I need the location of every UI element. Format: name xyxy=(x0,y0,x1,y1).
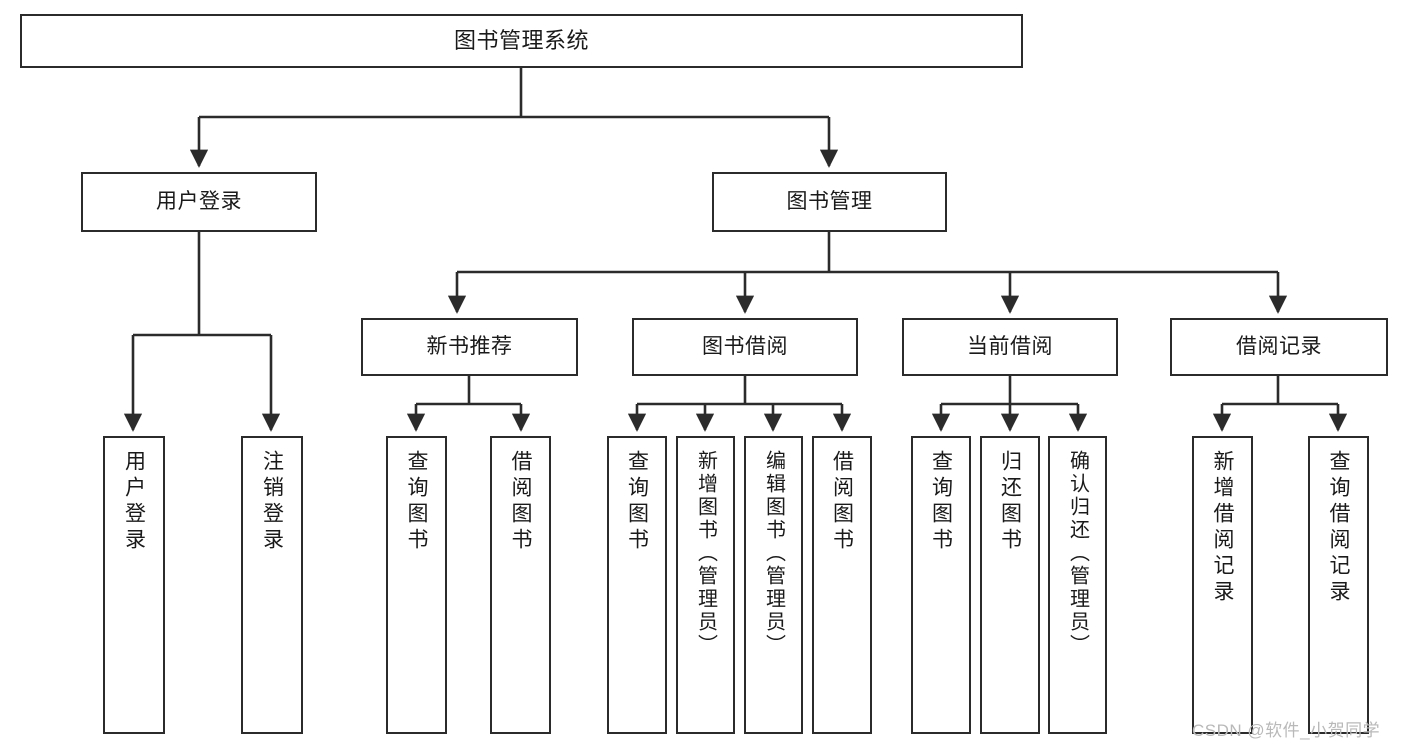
node-label: 图书管理系统 xyxy=(453,28,589,54)
node-label: 查询图书 xyxy=(929,450,953,554)
node-leaf-confirm-return[interactable]: 确认归还（管理员） xyxy=(1048,436,1107,734)
node-label: 新书推荐 xyxy=(426,334,513,358)
node-book-borrow[interactable]: 图书借阅 xyxy=(632,318,858,376)
node-leaf-query-book-1[interactable]: 查询图书 xyxy=(386,436,447,734)
node-leaf-user-login[interactable]: 用户登录 xyxy=(103,436,165,734)
node-label: 查询图书 xyxy=(625,450,649,554)
node-label: 编辑图书（管理员） xyxy=(762,450,785,657)
node-leaf-borrow-book-2[interactable]: 借阅图书 xyxy=(812,436,872,734)
node-leaf-logout-login[interactable]: 注销登录 xyxy=(241,436,303,734)
node-label: 图书借阅 xyxy=(702,334,788,358)
node-new-book-recommend[interactable]: 新书推荐 xyxy=(361,318,578,376)
node-leaf-query-book-3[interactable]: 查询图书 xyxy=(911,436,971,734)
node-leaf-return-book[interactable]: 归还图书 xyxy=(980,436,1040,734)
node-user-login[interactable]: 用户登录 xyxy=(81,172,317,232)
node-label: 用户登录 xyxy=(156,189,242,213)
node-label: 查询图书 xyxy=(405,450,428,554)
node-label: 借阅图书 xyxy=(830,450,854,554)
node-leaf-borrow-book-1[interactable]: 借阅图书 xyxy=(490,436,551,734)
node-leaf-edit-book[interactable]: 编辑图书（管理员） xyxy=(744,436,803,734)
node-label: 确认归还（管理员） xyxy=(1066,450,1089,657)
node-label: 归还图书 xyxy=(998,450,1022,554)
node-leaf-query-record[interactable]: 查询借阅记录 xyxy=(1308,436,1369,734)
node-borrow-record[interactable]: 借阅记录 xyxy=(1170,318,1388,376)
node-label: 新增借阅记录 xyxy=(1211,450,1234,606)
node-label: 当前借阅 xyxy=(967,334,1053,358)
node-label: 借阅记录 xyxy=(1236,334,1322,358)
node-label: 注销登录 xyxy=(260,450,284,554)
node-leaf-query-book-2[interactable]: 查询图书 xyxy=(607,436,667,734)
node-label: 新增图书（管理员） xyxy=(694,450,717,657)
node-leaf-add-record[interactable]: 新增借阅记录 xyxy=(1192,436,1253,734)
node-leaf-add-book[interactable]: 新增图书（管理员） xyxy=(676,436,735,734)
node-current-borrow[interactable]: 当前借阅 xyxy=(902,318,1118,376)
node-book-management[interactable]: 图书管理 xyxy=(712,172,947,232)
node-label: 查询借阅记录 xyxy=(1327,450,1350,606)
node-label: 借阅图书 xyxy=(509,450,532,554)
node-label: 图书管理 xyxy=(786,189,873,213)
node-root-book-management-system[interactable]: 图书管理系统 xyxy=(20,14,1023,68)
node-label: 用户登录 xyxy=(122,450,146,554)
